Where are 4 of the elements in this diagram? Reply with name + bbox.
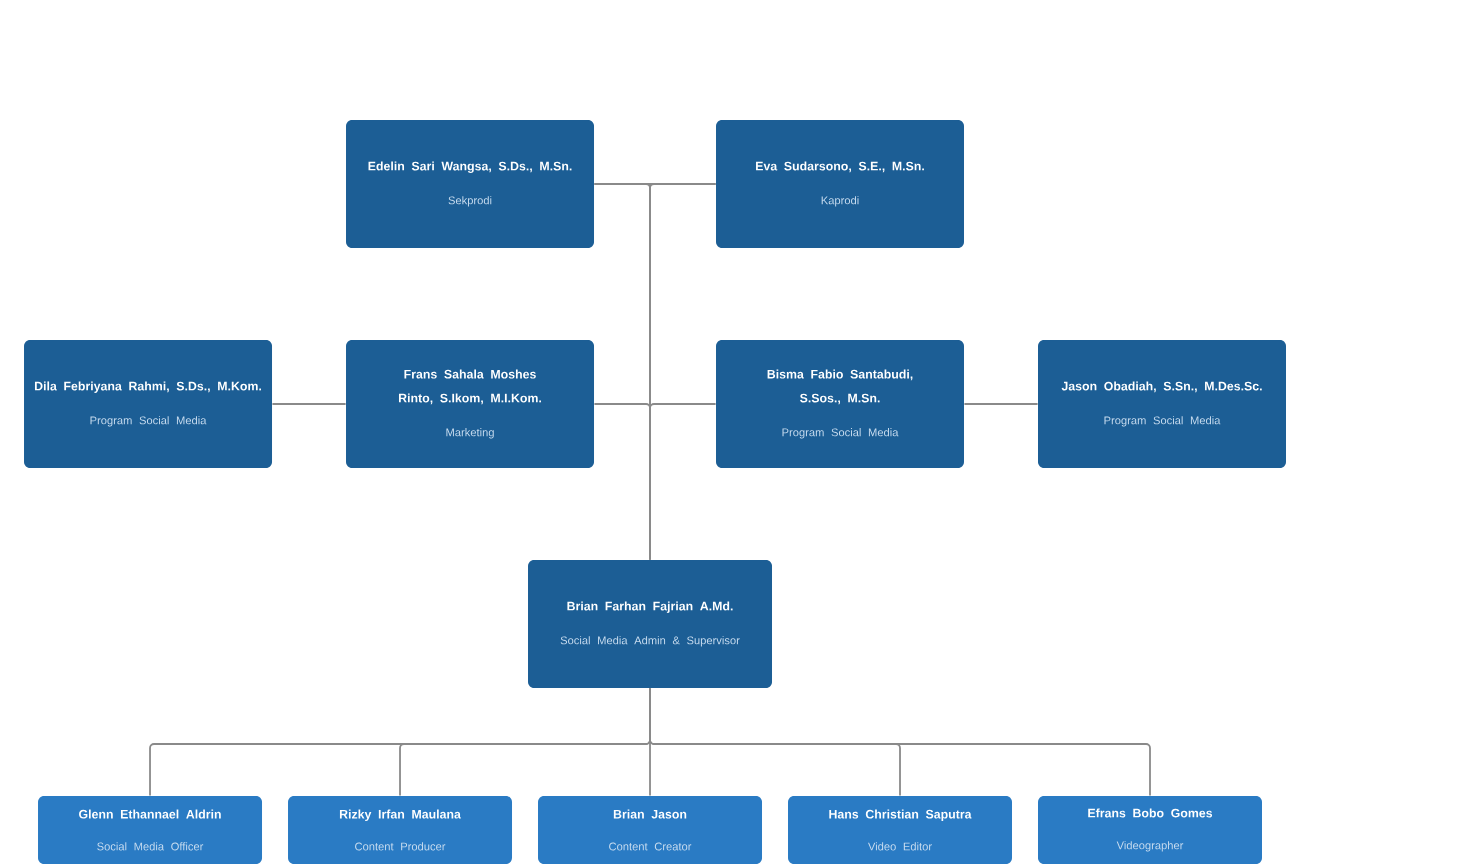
connector-line bbox=[649, 403, 717, 561]
connector-line bbox=[271, 403, 347, 405]
connector-line bbox=[963, 403, 1039, 405]
connector-line bbox=[649, 687, 1151, 797]
